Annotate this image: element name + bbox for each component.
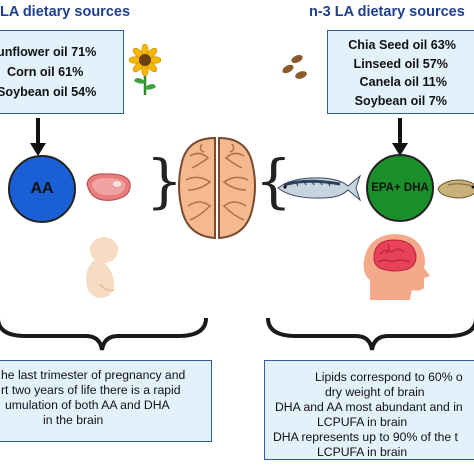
- source-item: Soybean oil 54%: [0, 85, 97, 99]
- source-item: Corn oil 61%: [7, 65, 84, 79]
- aa-label: AA: [30, 180, 54, 197]
- epa-dha-label: EPA+ DHA: [371, 182, 429, 194]
- info-line: LCPUFA in brain: [317, 415, 408, 429]
- info-line: he last trimester of pregnancy and: [1, 368, 186, 382]
- source-item: Soybean oil 7%: [354, 93, 447, 108]
- n3-la-sources-heading: n-3 LA dietary sources: [309, 4, 465, 20]
- brace-bottom-right: [266, 317, 474, 351]
- brace-right: {: [255, 147, 292, 215]
- source-item: unflower oil 71%: [0, 45, 97, 59]
- info-line: umulation of both AA and DHA: [5, 398, 170, 412]
- info-line: DHA and AA most abundant and in: [275, 400, 463, 414]
- info-box-left: he last trimester of pregnancy and rt tw…: [0, 360, 212, 442]
- info-box-right: Lipids correspond to 60% o dry weight of…: [264, 360, 474, 460]
- source-item: Linseed oil 57%: [353, 56, 448, 71]
- la-sources-box: unflower oil 71% Corn oil 61% Soybean oi…: [0, 30, 124, 114]
- info-line: dry weight of brain: [325, 385, 425, 399]
- brace-left: }: [146, 147, 183, 215]
- epa-dha-node: EPA+ DHA: [366, 154, 434, 222]
- brace-bottom-left: [0, 317, 208, 351]
- la-sources-heading: LA dietary sources: [0, 4, 131, 20]
- brain-icon: [178, 136, 256, 240]
- source-item: Canela oil 11%: [359, 75, 448, 89]
- steak-icon: [86, 173, 131, 201]
- down-arrow-icon: [30, 118, 46, 156]
- info-line: in the brain: [43, 413, 104, 427]
- seeds-icon: [282, 54, 307, 79]
- info-line: Lipids correspond to 60% o: [315, 370, 463, 384]
- fish-icon: [437, 179, 474, 199]
- head-brain-icon: [363, 234, 430, 300]
- info-line: rt two years of life there is a rapid: [1, 383, 181, 397]
- mackerel-icon: [277, 174, 362, 202]
- aa-node: AA: [8, 155, 76, 223]
- info-line: DHA represents up to 90% of the t: [273, 430, 458, 444]
- n3-sources-box: Chia Seed oil 63% Linseed oil 57% Canela…: [327, 30, 474, 114]
- fetus-icon: [86, 237, 118, 298]
- down-arrow-icon: [392, 118, 408, 156]
- sunflower-icon: [128, 43, 162, 95]
- source-item: Chia Seed oil 63%: [348, 38, 456, 52]
- info-line: LCPUFA in brain: [317, 445, 408, 459]
